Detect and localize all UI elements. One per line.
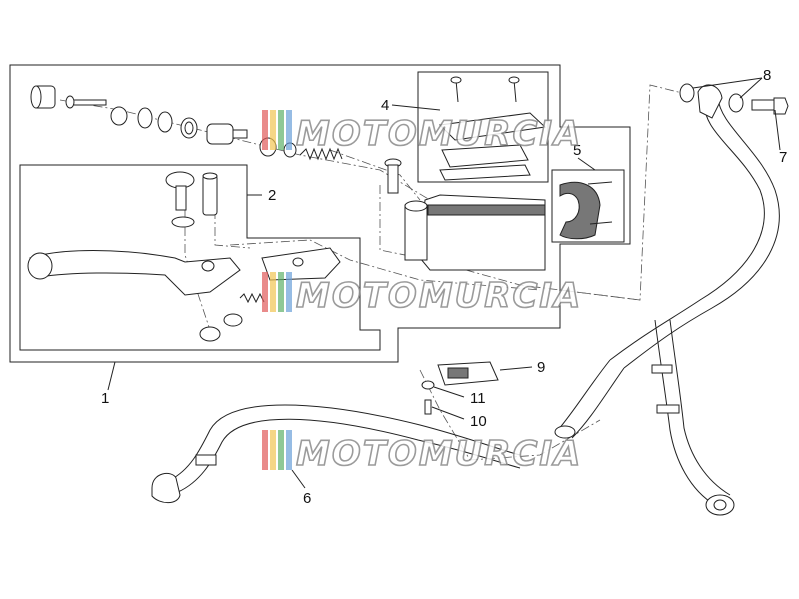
watermark-text: MOTOMURCIA	[296, 434, 582, 474]
assembly-frame-4	[417, 71, 549, 183]
callout-2: 2	[268, 187, 276, 204]
watermark-stripe-green	[278, 430, 284, 470]
circlip-lower-2	[199, 326, 221, 342]
adjuster-screw	[239, 292, 265, 304]
watermark-stripe-yellow	[270, 430, 276, 470]
callout-10: 10	[470, 413, 487, 430]
clutch-lever	[27, 250, 241, 296]
clutch-hose-left	[151, 404, 521, 504]
callout-6: 6	[303, 490, 311, 507]
watermark-stripe-red	[262, 272, 268, 312]
watermark-stripe-yellow	[270, 110, 276, 150]
spring-small	[110, 106, 128, 126]
circlip-1	[157, 111, 173, 133]
callout-1: 1	[101, 390, 109, 407]
callout-8: 8	[763, 67, 771, 84]
reservoir-screw	[384, 158, 402, 194]
callout-11: 11	[470, 390, 486, 407]
watermark-bottom: MOTOMURCIA	[262, 430, 582, 475]
watermark-stripe-blue	[286, 272, 292, 312]
callout-9: 9	[537, 359, 545, 376]
watermark-stripe-red	[262, 110, 268, 150]
pivot-pin	[165, 171, 195, 228]
reservoir-cap-kit	[438, 76, 547, 181]
watermark-middle: MOTOMURCIA	[262, 272, 582, 317]
watermark-stripe-blue	[286, 430, 292, 470]
clutch-hose-lower	[651, 319, 735, 516]
callout-7: 7	[779, 149, 787, 166]
watermark-stripe-blue	[286, 110, 292, 150]
piston-seal-row	[30, 85, 343, 161]
watermark-stripe-green	[278, 110, 284, 150]
switch-screw	[424, 399, 432, 415]
assembly-frame-5	[551, 169, 625, 243]
callout-5: 5	[573, 142, 581, 159]
watermark-stripe-green	[278, 272, 284, 312]
banjo-bolt	[751, 97, 789, 115]
assembly-frame-2	[19, 164, 381, 351]
switch-washer	[421, 380, 435, 390]
return-spring	[299, 147, 343, 161]
seal-ring-1	[137, 107, 153, 129]
watermark-text: MOTOMURCIA	[296, 276, 582, 316]
callout-leaders	[107, 77, 781, 489]
watermark-top: MOTOMURCIA	[262, 110, 582, 155]
master-cylinder-body	[404, 194, 546, 271]
watermark-stripe-red	[262, 430, 268, 470]
handlebar-clamp	[559, 181, 613, 240]
piston	[206, 123, 234, 145]
clutch-switch	[437, 361, 499, 386]
clutch-hose-upper	[554, 84, 780, 439]
assembly-frame-1	[9, 64, 631, 363]
watermark-stripe-yellow	[270, 272, 276, 312]
circlip-lower-1	[223, 313, 243, 327]
watermark-text: MOTOMURCIA	[296, 114, 582, 154]
pivot-bushing	[202, 172, 218, 216]
banjo-washer-1	[679, 83, 695, 103]
banjo-washer-2	[728, 93, 744, 113]
callout-4: 4	[381, 97, 389, 114]
